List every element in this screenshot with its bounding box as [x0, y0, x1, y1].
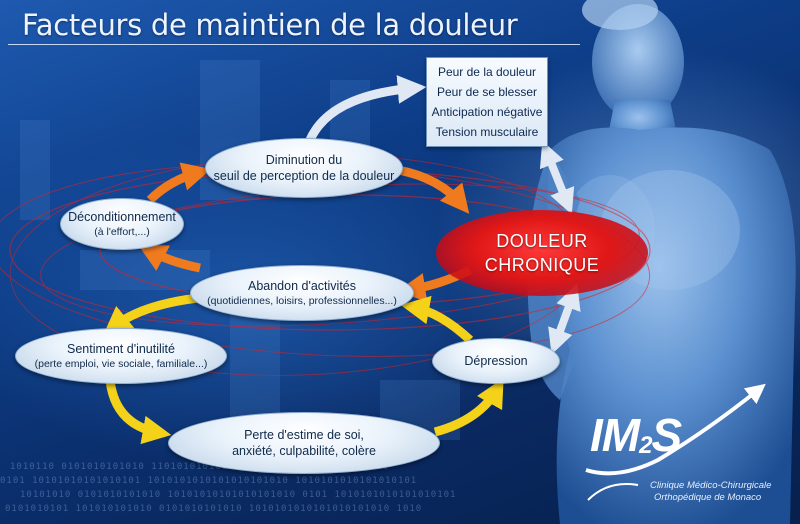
page-title: Facteurs de maintien de la douleur [22, 8, 518, 42]
pain-line-2: CHRONIQUE [484, 255, 600, 275]
node-depression-line1: Dépression [464, 354, 528, 368]
node-inutilite-line1: Sentiment d'inutilité [66, 342, 175, 356]
node-abandon-line1: Abandon d'activités [247, 279, 356, 293]
arrow-abandon-to-inutilite [103, 293, 199, 336]
arrow-inutilite-to-estime [105, 379, 172, 445]
fear-item: Peur de se blesser [436, 85, 538, 99]
arrow-deconditionnement-to-diminution [146, 162, 212, 204]
fear-item: Peur de la douleur [437, 65, 537, 79]
bg-binary: 0101010101 101010101010 0101010101010 10… [5, 504, 423, 514]
node-diminution-line2: seuil de perception de la douleur [213, 169, 395, 183]
node-deconditionnement-line1: Déconditionnement [68, 210, 176, 224]
fear-item: Anticipation négative [431, 105, 543, 119]
arrow-depression-to-abandon [400, 295, 474, 344]
logo-s: S [651, 409, 682, 461]
node-deconditionnement: Déconditionnement (à l'effort,...) [60, 198, 184, 250]
logo-caption-2: Orthopédique de Monaco [654, 492, 762, 503]
node-abandon: Abandon d'activités (quotidiennes, loisi… [190, 265, 414, 321]
fear-item: Tension musculaire [435, 125, 539, 139]
node-abandon-line2: (quotidiennes, loisirs, professionnelles… [207, 295, 397, 307]
title-underline [8, 44, 580, 45]
arrow-diminution-to-pain [397, 165, 470, 214]
arrow-white-to-fears [305, 75, 427, 142]
fears-box: Peur de la douleur Peur de se blesser An… [426, 57, 548, 147]
pain-line-1: DOULEUR [496, 231, 588, 251]
arrow-abandon-to-deconditionnement [137, 244, 201, 273]
node-diminution: Diminution du seuil de perception de la … [205, 138, 403, 198]
logo-two: 2 [639, 432, 652, 459]
logo-wordmark: IM2S [590, 408, 682, 462]
bg-binary: 10101010 0101010101010 10101010101010101… [20, 490, 457, 500]
arrow-pain-depression [548, 283, 581, 355]
node-inutilite: Sentiment d'inutilité (perte emploi, vie… [15, 328, 227, 384]
node-estime-line2: anxiété, culpabilité, colère [232, 444, 376, 458]
node-estime-line1: Perte d'estime de soi, [244, 428, 364, 442]
im2s-logo-mark [585, 383, 766, 501]
node-deconditionnement-line2: (à l'effort,...) [94, 226, 150, 238]
node-diminution-line1: Diminution du [265, 153, 343, 167]
arrow-estime-to-depression [433, 377, 504, 437]
logo-caption-1: Clinique Médico-Chirurgicale [650, 480, 772, 491]
arrow-fears-pain [539, 140, 575, 215]
node-estime: Perte d'estime de soi, anxiété, culpabil… [168, 412, 440, 474]
logo-im: IM [590, 409, 640, 461]
node-inutilite-line2: (perte emploi, vie sociale, familiale...… [34, 358, 208, 370]
bg-binary: 0101 10101010101010101 10101010101010101… [0, 476, 418, 486]
chronic-pain-core: DOULEUR CHRONIQUE [436, 210, 648, 296]
node-depression: Dépression [432, 338, 560, 384]
bg-binary: 1010110 0101010101010 1101010101010 0101… [10, 462, 389, 472]
